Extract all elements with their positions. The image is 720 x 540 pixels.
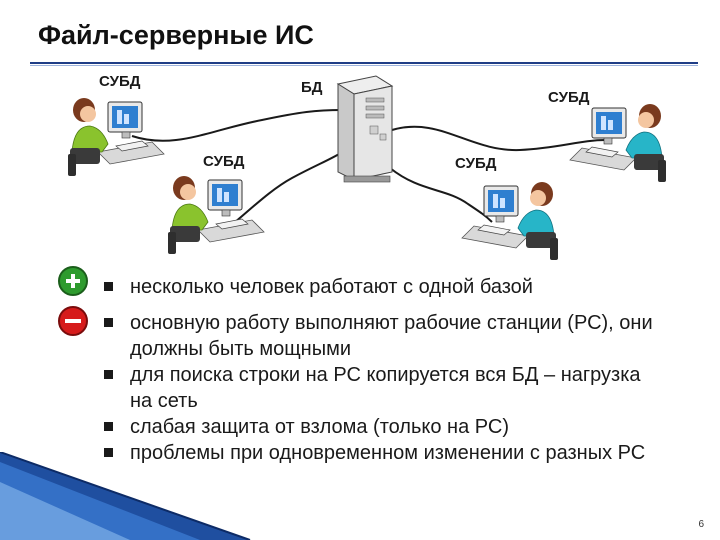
bullet-icon (104, 282, 113, 291)
list-item-con: для поиска строки на РС копируется вся Б… (104, 362, 664, 414)
server-icon (336, 75, 394, 183)
con-text: для поиска строки на РС копируется вся Б… (130, 364, 641, 412)
minus-icon (58, 306, 88, 336)
page-number: 6 (698, 519, 704, 530)
plus-icon (58, 266, 88, 296)
label-db-center: БД (301, 79, 323, 96)
list-item-pro: несколько человек работают с одной базой (104, 274, 664, 300)
cable-top-right (391, 125, 607, 152)
pros-cons-list: несколько человек работают с одной базой… (104, 274, 664, 466)
workstation-bottom-right-icon (461, 181, 559, 261)
workstation-top-left-icon (67, 97, 165, 177)
title-divider (30, 62, 698, 66)
label-dbms-bottom-left: СУБД (203, 153, 245, 170)
cable-bottom-right (389, 167, 493, 223)
con-text: слабая защита от взлома (только на РС) (130, 416, 509, 438)
bullet-icon (104, 422, 113, 431)
workstation-top-right-icon (569, 103, 667, 183)
corner-accent-decoration (0, 452, 251, 540)
slide-title: Файл-серверные ИС (38, 20, 314, 50)
list-item-con: основную работу выполняют рабочие станци… (104, 310, 664, 362)
list-item-con: слабая защита от взлома (только на РС) (104, 414, 664, 440)
pro-text: несколько человек работают с одной базой (130, 276, 533, 298)
network-diagram: СУБД БД СУБД СУБД СУБД (67, 73, 667, 261)
cable-bottom-left (227, 149, 347, 229)
con-text: проблемы при одновременном изменении с р… (130, 442, 646, 464)
bullet-icon (104, 318, 113, 327)
bullet-icon (104, 448, 113, 457)
label-dbms-bottom-right: СУБД (455, 155, 497, 172)
workstation-bottom-left-icon (167, 175, 265, 255)
label-dbms-top-left: СУБД (99, 73, 141, 90)
bullet-icon (104, 370, 113, 379)
label-dbms-top-right: СУБД (548, 89, 590, 106)
cable-top-left (131, 109, 343, 142)
con-text: основную работу выполняют рабочие станци… (130, 312, 653, 360)
list-item-con: проблемы при одновременном изменении с р… (104, 440, 664, 466)
